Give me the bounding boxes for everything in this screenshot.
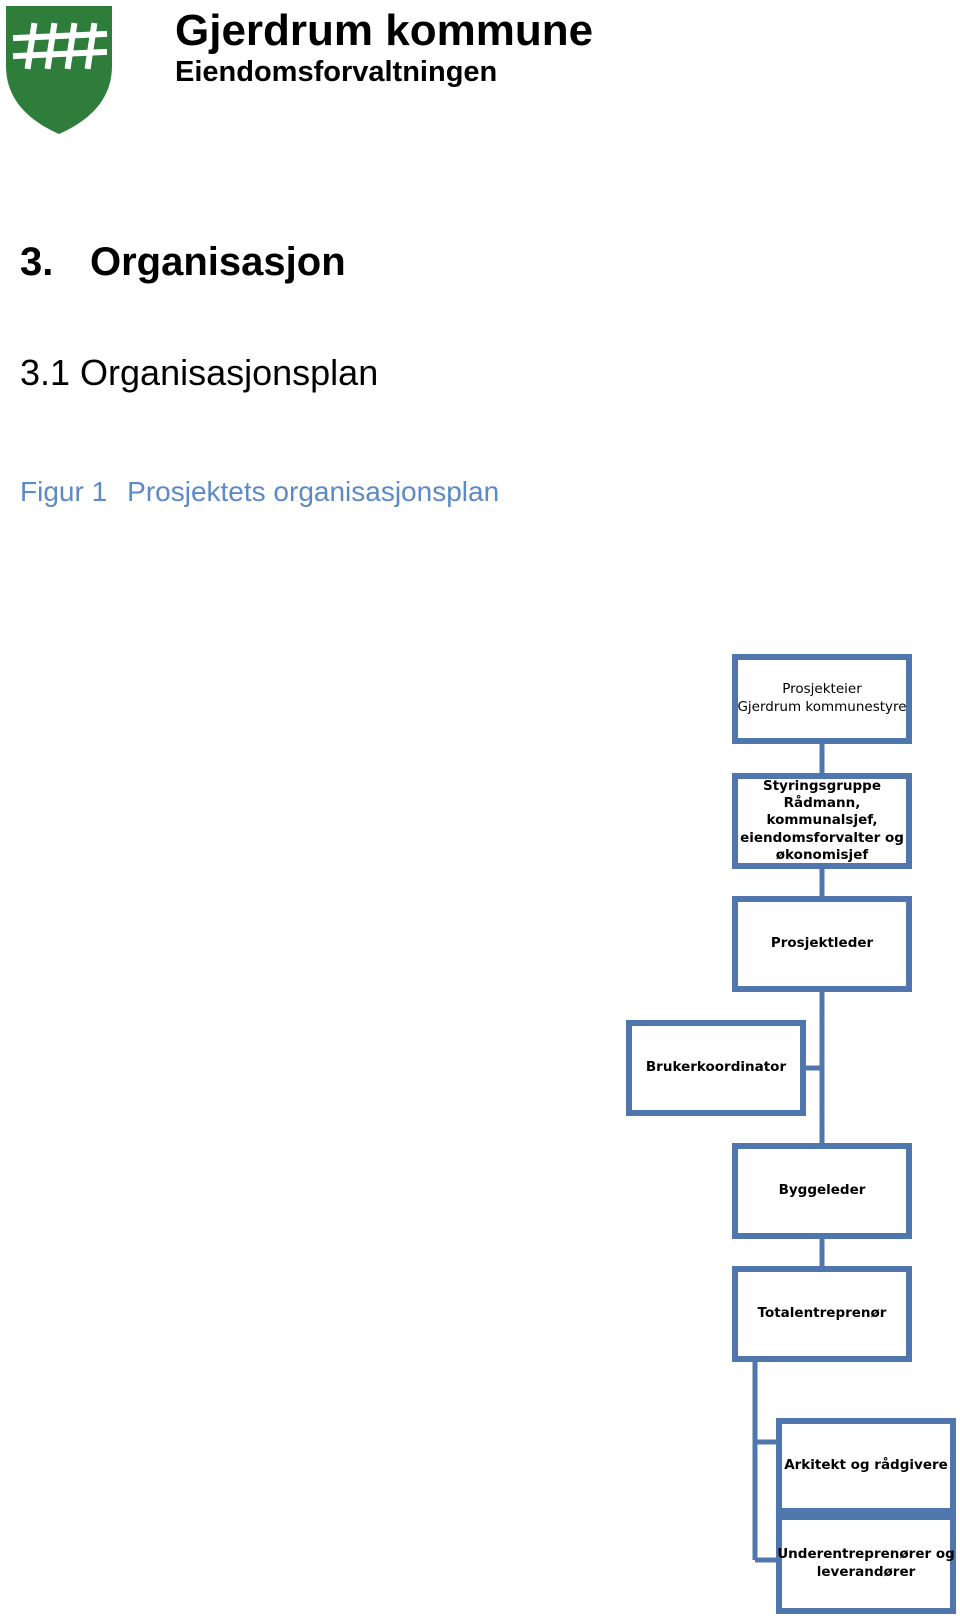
department-subtitle: Eiendomsforvaltningen: [175, 56, 498, 88]
org-node-arkitekt: Arkitekt og rådgivere: [776, 1418, 956, 1514]
coat-of-arms-logo: [6, 6, 112, 134]
org-node-prosjektleder: Prosjektleder: [732, 896, 912, 992]
figure-title: Prosjektets organisasjonsplan: [127, 476, 500, 507]
org-node-byggeleder: Byggeleder: [732, 1143, 912, 1239]
prosjekteier-value: Gjerdrum kommunestyre: [737, 699, 907, 715]
styringsgruppe-member-2: kommunalsjef,: [766, 812, 878, 829]
figure-number: Figur 1: [20, 476, 108, 507]
org-node-underentreprenorer: Underentreprenører og leverandører: [776, 1514, 956, 1614]
section-number: 3.: [20, 240, 54, 284]
organization-title: Gjerdrum kommune: [175, 6, 594, 55]
arkitekt-label: Arkitekt og rådgivere: [784, 1457, 948, 1474]
underentreprenorer-label-1: Underentreprenører og: [777, 1546, 955, 1563]
styringsgruppe-member-4: økonomisjef: [775, 846, 869, 863]
totalentreprenor-label: Totalentreprenør: [757, 1305, 887, 1322]
org-node-brukerkoordinator: Brukerkoordinator: [626, 1020, 806, 1116]
brukerkoordinator-label: Brukerkoordinator: [645, 1059, 787, 1076]
org-node-totalentreprenor: Totalentreprenør: [732, 1266, 912, 1362]
prosjektleder-label: Prosjektleder: [770, 935, 874, 952]
org-node-styringsgruppe: Styringsgruppe Rådmann, kommunalsjef, ei…: [732, 773, 912, 869]
figure-caption: Figur 1 Prosjektets organisasjonsplan: [20, 476, 499, 508]
org-node-prosjekteier: Prosjekteier Gjerdrum kommunestyre: [732, 654, 912, 744]
underentreprenorer-label-2: leverandører: [816, 1564, 916, 1580]
styringsgruppe-member-3: eiendomsforvalter og: [740, 829, 904, 846]
section-title: Organisasjon: [90, 240, 346, 284]
styringsgruppe-member-1: Rådmann,: [783, 795, 861, 812]
byggeleder-label: Byggeleder: [778, 1182, 866, 1199]
subsection-heading: 3.1 Organisasjonsplan: [20, 352, 379, 393]
styringsgruppe-label: Styringsgruppe: [763, 777, 881, 794]
section-heading: 3. Organisasjon: [20, 240, 346, 285]
prosjekteier-label: Prosjekteier: [782, 681, 862, 698]
